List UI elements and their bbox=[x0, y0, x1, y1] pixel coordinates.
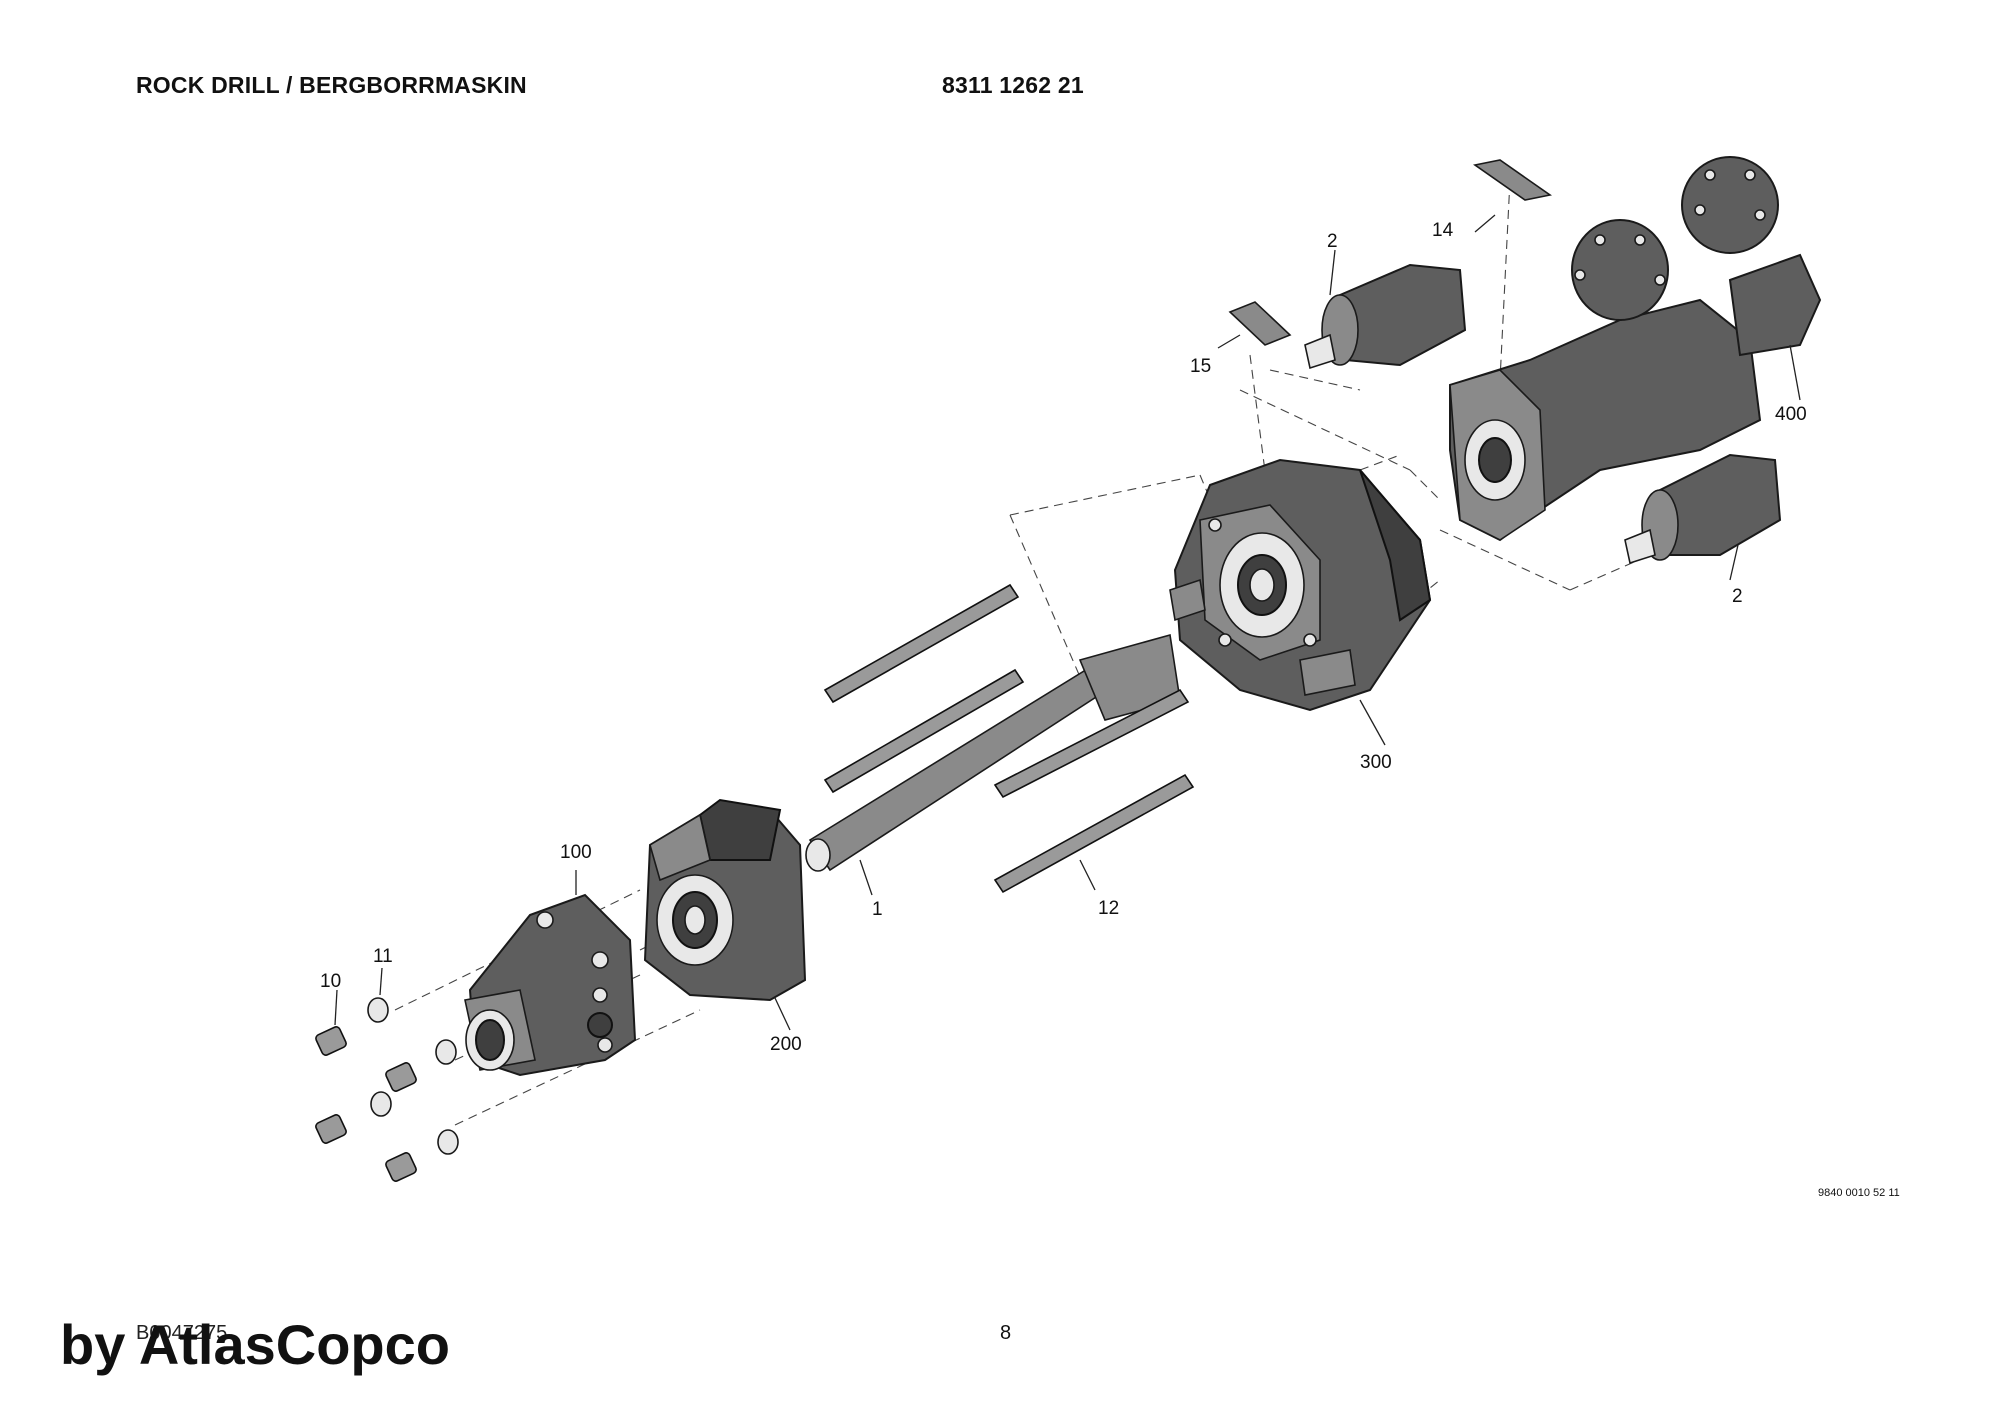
shank-adapter-item-1 bbox=[805, 633, 1181, 872]
rotation-housing-item-400 bbox=[1449, 156, 1822, 542]
callout-14: 14 bbox=[1432, 220, 1454, 241]
nut-item-10 bbox=[315, 1026, 417, 1182]
callout-100: 100 bbox=[560, 842, 592, 863]
callout-200: 200 bbox=[770, 1034, 802, 1055]
leader-lines bbox=[334, 214, 1801, 1031]
document-code: B0047275 bbox=[136, 1322, 228, 1344]
rotation-motor-item-2-upper bbox=[1304, 263, 1467, 370]
part-number: 8311 1262 21 bbox=[942, 72, 1084, 98]
callout-2-lower: 2 bbox=[1732, 586, 1743, 607]
callout-12: 12 bbox=[1098, 898, 1119, 919]
page-title: ROCK DRILL / BERGBORRMASKIN bbox=[136, 72, 527, 98]
callout-11: 11 bbox=[373, 946, 393, 967]
callout-10: 10 bbox=[320, 971, 341, 992]
callout-300: 300 bbox=[1360, 752, 1392, 773]
callout-15: 15 bbox=[1190, 356, 1211, 377]
callout-400: 400 bbox=[1775, 404, 1807, 425]
callout-1: 1 bbox=[872, 899, 883, 920]
page-number: 8 bbox=[1000, 1322, 1012, 1344]
label-plate-item-15 bbox=[1228, 301, 1292, 346]
cylinder-item-300 bbox=[1169, 458, 1432, 712]
housing-item-200 bbox=[643, 798, 807, 1002]
drawing-code: 9840 0010 52 11 bbox=[1818, 1187, 1900, 1199]
washer-item-11 bbox=[367, 997, 459, 1155]
tie-rod-item-12 bbox=[823, 583, 1195, 894]
watermark: by AtlasCopco bbox=[60, 1313, 450, 1376]
callout-2-upper: 2 bbox=[1327, 231, 1338, 252]
label-plate-item-14 bbox=[1473, 159, 1552, 201]
front-head-item-100 bbox=[464, 893, 637, 1077]
rotation-motor-item-2-lower bbox=[1624, 453, 1782, 565]
